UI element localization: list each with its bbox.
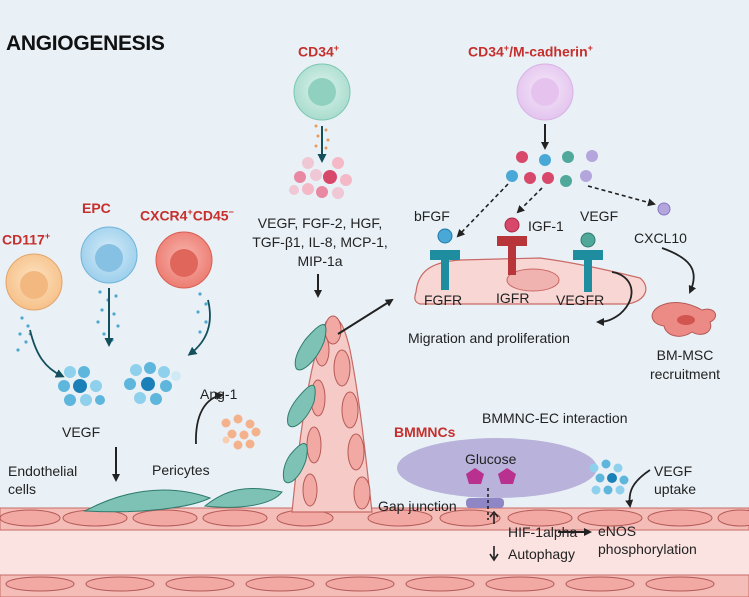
bfgf-label: bFGF [414,208,450,224]
vegf-uptake-line1: VEGF [654,463,693,479]
arrow-to-bfgf [456,183,509,238]
vegf-left-label: VEGF [62,424,101,440]
glucose-label: Glucose [465,451,517,467]
arrow-pericytes-to-ang1 [195,392,224,445]
ang1-label: Ang-1 [200,386,238,402]
vegf-right-label: VEGF [580,208,619,224]
cd45-sup: − [228,207,234,217]
arrow-cxcr4-to-vegf [187,299,211,356]
cd117-sup: + [44,231,51,241]
cd34-text: CD34 [298,43,334,60]
gap-junction-channel [466,498,504,508]
page-title: ANGIOGENESIS [6,32,165,55]
epc-cell [80,226,138,284]
enos-line2: phosphorylation [598,541,697,557]
m-cadherin-text: /M-cadherin [509,43,588,60]
cd34m-text: CD34 [468,43,504,60]
cxcr4-text: CXCR4 [140,207,188,224]
up-arrow-icon [489,510,499,524]
pericytes-label: Pericytes [152,462,210,478]
cd34-factors-line3: MIP-1a [297,253,343,269]
cd34-factor-cluster [289,157,352,199]
cd34-cell [293,63,351,121]
cd34m-sup1: + [503,43,510,53]
migration-label: Migration and proliferation [408,330,570,346]
epc-label: EPC [82,200,111,216]
vegfr-label: VEGFR [556,292,605,308]
arrow-cd117-to-vegf [29,329,65,378]
glucose-molecule [498,468,516,484]
cxcl10-label: CXCL10 [634,230,687,246]
arrow-cxcl10-to-bmmsc [661,247,697,294]
vegf-uptake-label: VEGF uptake [654,462,696,498]
enos-line1: eNOS [598,523,637,539]
bmmncs-label: BMMNCs [394,424,456,440]
igfr-receptor [497,217,527,275]
glucose-molecule [466,468,484,484]
cd117-text: CD117 [2,231,45,248]
bmmsc-line1: BM-MSC [656,347,714,363]
bmmnc-cell [397,438,597,498]
cd34-m-cadherin-cell [516,63,574,121]
cd34-factors-line1: VEGF, FGF-2, HGF, [257,215,383,231]
arrow-to-cxcl10 [587,185,656,207]
cd34-label: CD34+ [298,40,339,60]
ang1-cluster [221,414,261,450]
secretion-dots-cd34 [314,124,330,150]
vessel-sprout [282,315,373,513]
growth-factor-cluster [506,150,598,187]
vegf-uptake-line2: uptake [654,481,697,497]
bm-msc-nucleus [677,315,695,325]
autophagy-label: Autophagy [508,546,575,562]
igf1-label: IGF-1 [528,218,564,234]
cxcr4-cd45-cell [155,231,213,289]
cd34-factors-label: VEGF, FGF-2, HGF, TGF-β1, IL-8, MCP-1, M… [252,214,388,271]
cd117-label: CD117+ [2,228,50,248]
bmmsc-recruitment-label: BM-MSC recruitment [630,346,740,384]
cd117-cell [5,253,63,311]
arrow-vegf-uptake [625,469,651,508]
fgfr-receptor [430,228,460,290]
bmmsc-line2: recruitment [649,366,721,382]
cxcr4-cd45-label: CXCR4+CD45− [140,204,234,224]
enos-label: eNOS phosphorylation [598,522,697,558]
cd45-text: CD45 [192,207,229,224]
gap-junction-label: Gap junction [378,498,457,514]
hif-label: HIF-1alpha [508,524,578,540]
down-arrow-icon [489,546,499,562]
endothelial-line1: Endothelial [8,463,78,479]
cxcr4-sup: + [187,207,193,217]
arrow-to-migration [596,271,633,326]
interaction-label: BMMNC-EC interaction [482,410,628,426]
igfr-label: IGFR [496,290,530,306]
endothelial-line2: cells [8,481,37,497]
endothelial-tip-cells [83,487,283,513]
vegf-cluster-left [58,362,181,406]
vegf-uptake-cluster [589,459,629,495]
endothelial-cells-label: Endothelial cells [8,462,77,498]
cd34m-sup2: + [587,43,593,53]
cd34-m-cadherin-label: CD34+/M-cadherin+ [468,40,593,60]
fgfr-label: FGFR [424,292,463,308]
arrow-sprout-to-migration [337,298,394,335]
blood-vessel [0,507,749,597]
cd34-factors-line2: TGF-β1, IL-8, MCP-1, [252,234,388,250]
cxcl10-ligand [657,202,671,216]
vegfr-receptor [573,232,603,292]
cd34-sup: + [333,43,340,53]
arrow-to-igf1 [516,187,543,214]
